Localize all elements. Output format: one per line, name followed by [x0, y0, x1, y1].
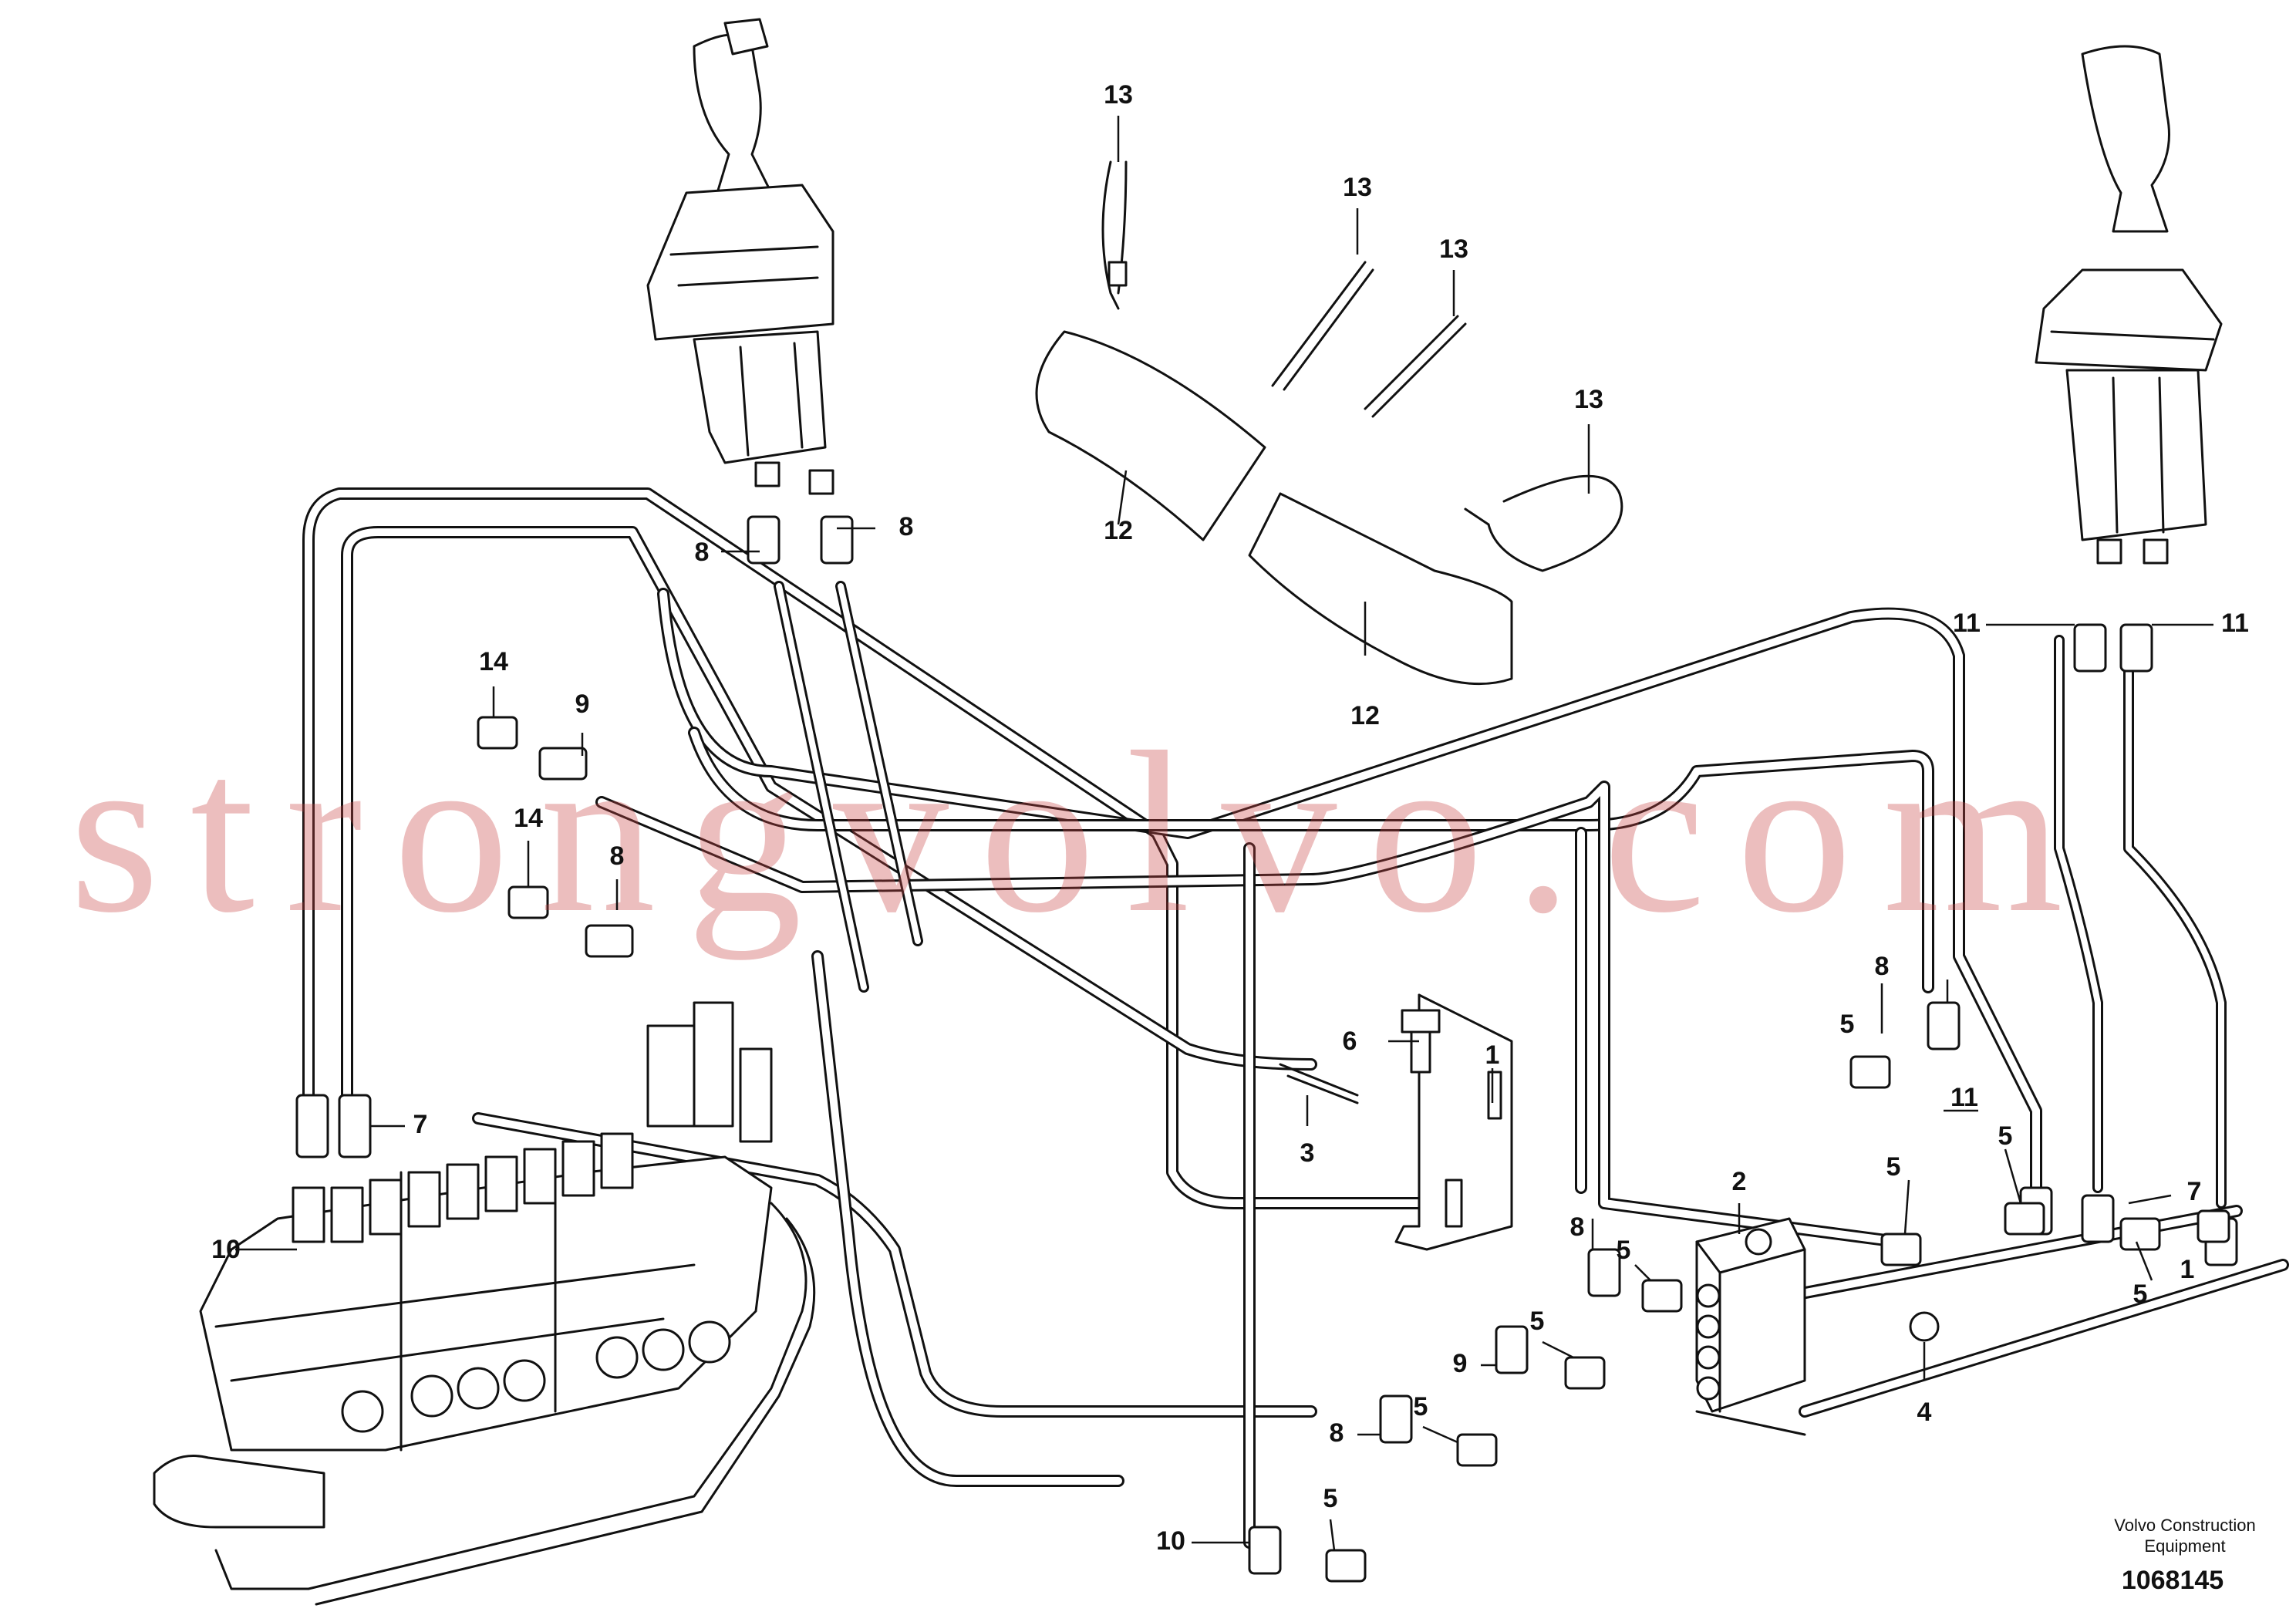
callout-1: 1 — [1485, 1040, 1500, 1070]
nut — [1909, 1311, 1940, 1342]
callout-8: 8 — [610, 841, 625, 871]
cable-ties — [1101, 160, 1623, 572]
callout-8: 8 — [1570, 1212, 1585, 1242]
callout-1: 1 — [2180, 1255, 2195, 1284]
callout-11: 11 — [1950, 1083, 1978, 1112]
callout-8: 8 — [1875, 952, 1890, 981]
callouts: 13 13 13 13 12 12 8 8 14 9 14 8 7 10 6 1… — [211, 80, 2249, 1556]
distribution-block — [1695, 1217, 1806, 1436]
callout-9: 9 — [1453, 1349, 1468, 1378]
pipe-routing — [302, 487, 2289, 1549]
brand-line-2: Equipment — [2144, 1536, 2225, 1556]
callout-13: 13 — [1574, 385, 1603, 414]
callout-leaders — [235, 116, 2213, 1551]
control-valve-bank — [153, 1001, 816, 1606]
callout-14: 14 — [514, 804, 543, 833]
callout-11: 11 — [1953, 609, 1981, 638]
callout-4: 4 — [1917, 1398, 1932, 1427]
watermark-text: strongvolvo.com — [69, 704, 2094, 961]
callout-14: 14 — [479, 647, 508, 676]
fittings — [295, 515, 2238, 1583]
callout-12: 12 — [1350, 701, 1380, 730]
left-joystick — [646, 18, 834, 495]
callout-8: 8 — [695, 538, 710, 567]
callout-5: 5 — [1998, 1121, 2013, 1151]
callout-13: 13 — [1104, 80, 1133, 110]
callout-9: 9 — [575, 690, 590, 719]
callout-10: 10 — [211, 1235, 241, 1264]
brand-line-1: Volvo Construction — [2114, 1516, 2255, 1535]
bolt — [1401, 1009, 1441, 1074]
callout-13: 13 — [1439, 234, 1468, 264]
callout-5: 5 — [1886, 1152, 1901, 1182]
callout-3: 3 — [1300, 1138, 1315, 1168]
callout-2: 2 — [1732, 1167, 1747, 1196]
protective-sleeves — [1035, 330, 1513, 686]
callout-5: 5 — [2133, 1280, 2148, 1309]
callout-8: 8 — [899, 512, 914, 541]
callout-13: 13 — [1343, 173, 1372, 202]
callout-7: 7 — [413, 1110, 428, 1139]
callout-6: 6 — [1343, 1027, 1357, 1056]
callout-7: 7 — [2187, 1177, 2202, 1206]
callout-5: 5 — [1840, 1010, 1855, 1039]
callout-11: 11 — [2221, 609, 2249, 638]
pin — [1279, 1063, 1359, 1104]
callout-5: 5 — [1323, 1484, 1338, 1513]
callout-5: 5 — [1414, 1392, 1428, 1421]
document-number: 1068145 — [2122, 1566, 2224, 1595]
callout-10: 10 — [1156, 1526, 1185, 1556]
callout-8: 8 — [1330, 1418, 1344, 1448]
callout-5: 5 — [1530, 1307, 1545, 1336]
callout-5: 5 — [1617, 1236, 1631, 1265]
callout-12: 12 — [1104, 516, 1133, 545]
right-joystick — [2035, 45, 2223, 565]
